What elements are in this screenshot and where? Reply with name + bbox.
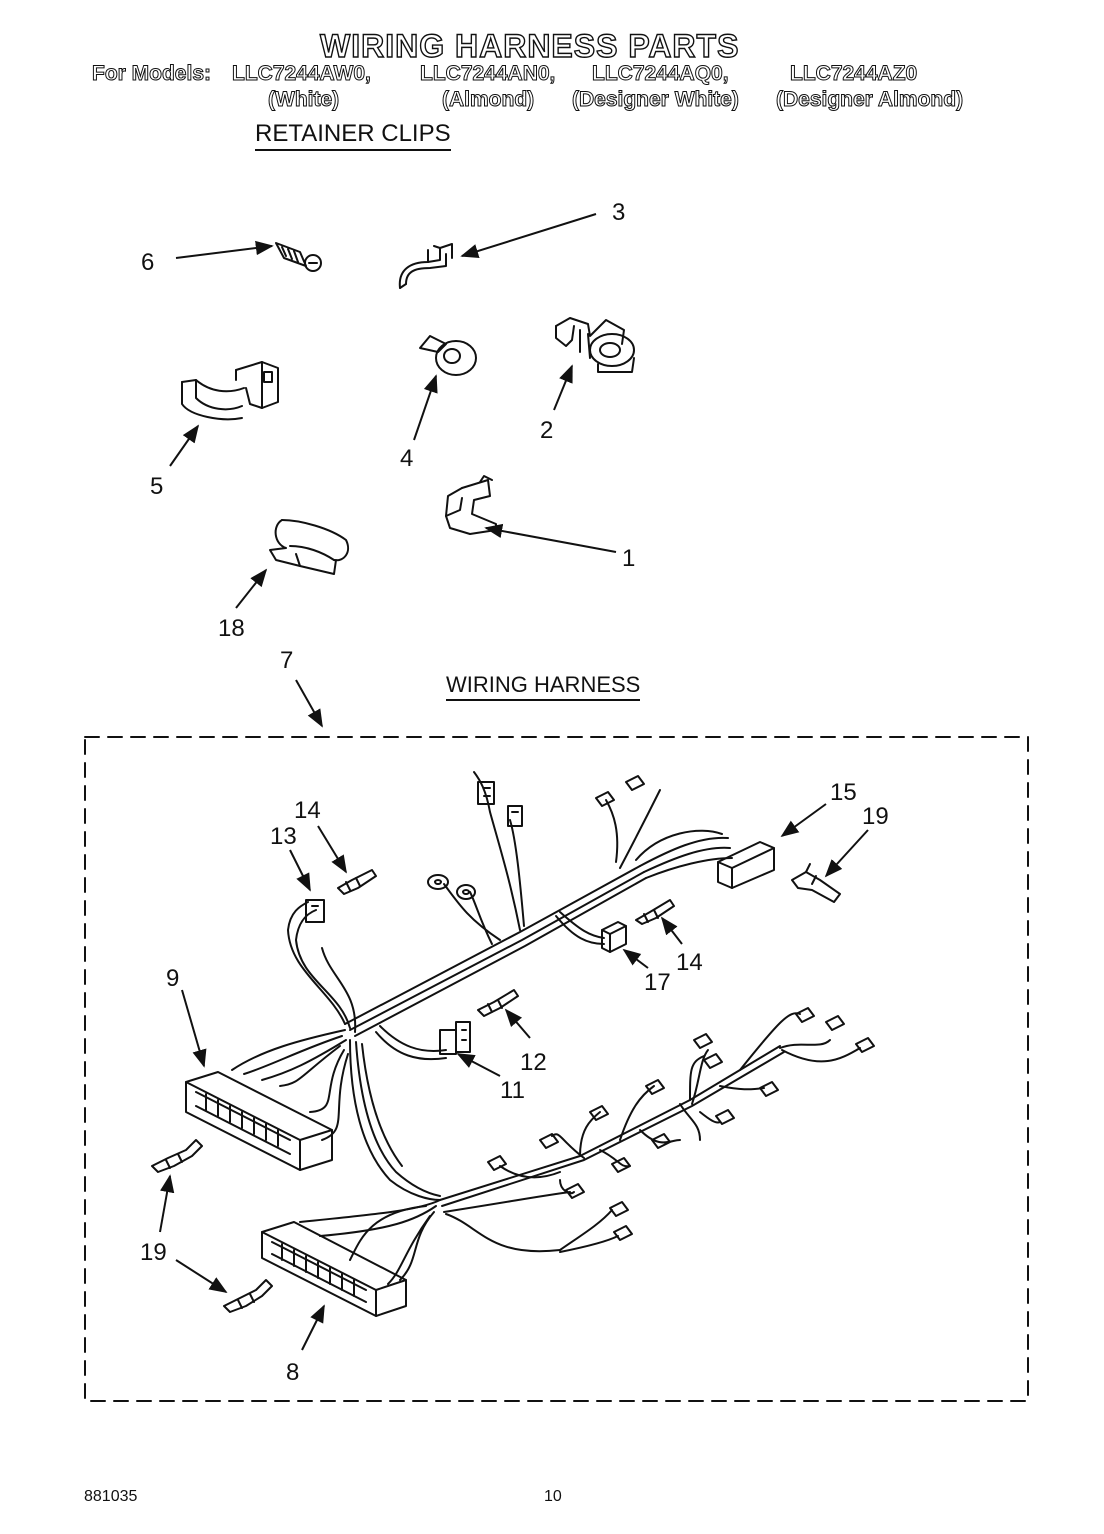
callout-3: 3: [612, 199, 625, 226]
terminal-part-12: [477, 989, 519, 1017]
spade-terminals: [487, 775, 875, 1241]
leader-arrow-17: [622, 948, 649, 969]
connector-part-11: [439, 1021, 471, 1055]
leader-arrow-8: [301, 1304, 325, 1351]
callout-8: 8: [286, 1359, 299, 1386]
callout-14: 14: [294, 797, 321, 824]
clip-part-1: [445, 475, 497, 535]
leader-arrow-1: [484, 523, 617, 553]
model-number: LLC7244AN0,: [419, 62, 556, 86]
small-connector: [477, 781, 523, 827]
connector-part-17: [601, 921, 627, 953]
callout-13: 13: [270, 823, 297, 850]
callout-19: 19: [862, 803, 889, 830]
leader-arrow-18: [235, 568, 268, 609]
leader-arrow-12: [504, 1008, 531, 1039]
callout-12: 12: [520, 1049, 547, 1076]
tube-clip-part-18: [269, 519, 350, 575]
wire-clip-part-3: [398, 243, 453, 289]
page-number: 10: [544, 1488, 562, 1505]
document-number: 881035: [84, 1488, 138, 1505]
model-number: LLC7244AQ0,: [592, 62, 730, 86]
callout-18: 18: [218, 615, 245, 642]
callout-2: 2: [540, 417, 553, 444]
leader-arrow-11: [456, 1053, 501, 1077]
terminal-part-14: [337, 869, 675, 925]
callout-17: 17: [644, 969, 671, 996]
leader-arrow-5: [169, 424, 200, 467]
leader-arrow-6: [175, 240, 274, 259]
models-prefix: For Models:: [92, 62, 212, 86]
callout-11: 11: [500, 1077, 525, 1104]
section-title-wiring-harness: WIRING HARNESS: [446, 672, 641, 701]
page-title: WIRING HARNESS PARTS: [319, 27, 740, 64]
ring-clip-part-4: [419, 335, 477, 376]
retainer-clip-part-2: [555, 317, 635, 373]
callout-15: 15: [830, 779, 857, 806]
bracket-clip-part-5: [181, 361, 279, 421]
connector-part-9: [185, 1071, 333, 1171]
callout-5: 5: [150, 473, 163, 500]
leader-arrow-4: [413, 374, 438, 441]
leader-arrow-14b: [660, 916, 683, 945]
leader-arrow-9: [181, 989, 207, 1068]
connector-part-15: [717, 841, 775, 889]
callout-7: 7: [280, 647, 293, 674]
ring-terminals: [427, 874, 476, 900]
callout-9: 9: [166, 965, 179, 992]
leader-arrow-14a: [317, 825, 347, 874]
callout-6: 6: [141, 249, 154, 276]
leader-arrow-19a: [824, 829, 869, 878]
section-title-retainer-clips: RETAINER CLIPS: [255, 120, 451, 151]
leader-arrow-3: [460, 213, 597, 259]
model-number: LLC7244AW0,: [232, 62, 372, 86]
leader-arrow-2: [553, 364, 573, 411]
connector-part-13: [305, 899, 325, 923]
leader-arrow-15: [780, 803, 827, 838]
callout-4: 4: [400, 445, 413, 472]
leader-arrow-7: [295, 679, 323, 728]
model-color: (Designer White): [572, 88, 740, 112]
leader-arrow-19c: [175, 1259, 228, 1293]
callout-14: 14: [676, 949, 703, 976]
callout-19: 19: [140, 1239, 167, 1266]
terminal-part-19: [151, 863, 841, 1313]
leader-arrows: [159, 213, 869, 1351]
connector-part-8: [261, 1221, 407, 1317]
model-number: LLC7244AZ0: [789, 62, 918, 86]
leader-arrow-13: [289, 849, 311, 892]
callout-1: 1: [622, 545, 635, 572]
wiring-harness-part-7: [231, 771, 861, 1285]
harness-boundary: [84, 736, 1029, 1402]
model-color: (Designer Almond): [775, 88, 964, 112]
model-color: (Almond): [441, 88, 535, 112]
screw-part-6: [275, 242, 322, 272]
model-color: (White): [267, 88, 340, 112]
leader-arrow-19b: [159, 1174, 175, 1233]
